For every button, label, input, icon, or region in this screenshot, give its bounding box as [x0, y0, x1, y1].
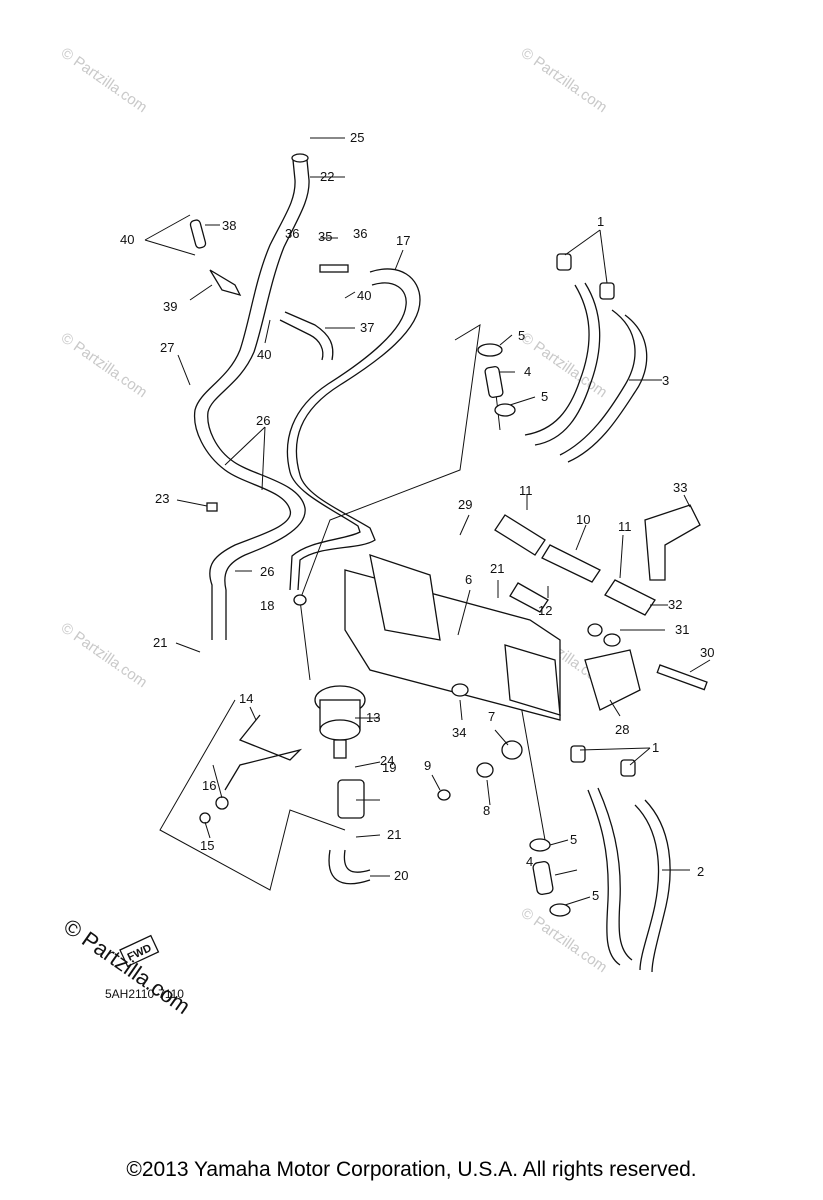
part-number-label: 12: [538, 603, 552, 618]
part-number-label: 33: [673, 480, 687, 495]
part-number-label: 21: [153, 635, 167, 650]
regulator-13: [314, 685, 366, 759]
watermark: © Partzilla.com: [58, 329, 151, 401]
part-number-label: 39: [163, 299, 177, 314]
watermark: © Partzilla.com: [58, 619, 151, 691]
part-number-label: 28: [615, 722, 629, 737]
part-number-label: 15: [200, 838, 214, 853]
part-number-label: 20: [394, 868, 408, 883]
part-number-label: 26: [260, 564, 274, 579]
pipe-2: [570, 745, 671, 973]
part-number-label: 2: [697, 864, 704, 879]
part-number-label: 17: [396, 233, 410, 248]
bracket-33: [644, 504, 701, 581]
part-number-label: 27: [160, 340, 174, 355]
bracket-28: [584, 649, 641, 711]
part-number-label: 3: [662, 373, 669, 388]
part-number-label: 5: [518, 328, 525, 343]
leader-lines: [144, 137, 711, 906]
part-number-label: 32: [668, 597, 682, 612]
drawing-code: 5AH2110-7110: [105, 987, 184, 1001]
part-number-label: 21: [387, 827, 401, 842]
hose-19-20: [328, 779, 371, 885]
hose-22: [193, 153, 310, 640]
part-number-label: 23: [155, 491, 169, 506]
part-number-label: 36: [353, 226, 367, 241]
part-number-label: 5: [592, 888, 599, 903]
part-number-label: 5: [570, 832, 577, 847]
part-number-label: 8: [483, 803, 490, 818]
part-number-label: 5: [541, 389, 548, 404]
part-number-label: 11: [618, 519, 632, 534]
part-number-label: 1: [652, 740, 659, 755]
part-number-label: 22: [320, 169, 334, 184]
bracket-6: [344, 554, 561, 721]
watermark-large: © Partzilla.com: [59, 914, 195, 1020]
part-number-label: 40: [120, 232, 134, 247]
part-number-label: 9: [424, 758, 431, 773]
part-number-label: 10: [576, 512, 590, 527]
part-number-label: 19: [382, 760, 396, 775]
part-number-label: 26: [256, 413, 270, 428]
part-number-label: 16: [202, 778, 216, 793]
hose-17: [286, 268, 421, 591]
watermark: © Partzilla.com: [518, 44, 611, 116]
part-number-label: 40: [357, 288, 371, 303]
part-number-label: 14: [239, 691, 253, 706]
part-number-label: 11: [519, 483, 533, 498]
part-number-label: 37: [360, 320, 374, 335]
part-number-label: 24: [380, 753, 394, 768]
part-number-label: 34: [452, 725, 466, 740]
watermark: © Partzilla.com: [58, 44, 151, 116]
part-number-label: 31: [675, 622, 689, 637]
part-number-label: 4: [524, 364, 531, 379]
part-number-label: 21: [490, 561, 504, 576]
clamp-14: [224, 714, 303, 791]
part-number-label: 29: [458, 497, 472, 512]
part-number-label: 38: [222, 218, 236, 233]
part-number-label: 1: [597, 214, 604, 229]
part-number-label: 35: [318, 229, 332, 244]
part-number-label: 6: [465, 572, 472, 587]
part-number-labels: 1123445555678910111112131415161718192021…: [120, 130, 714, 903]
pipe-3: [524, 253, 648, 463]
part-number-label: 13: [366, 710, 380, 725]
part-number-label: 36: [285, 226, 299, 241]
part-number-label: 4: [526, 854, 533, 869]
sleeves: [494, 514, 656, 616]
part-number-label: 7: [488, 709, 495, 724]
copyright-notice: ©2013 Yamaha Motor Corporation, U.S.A. A…: [126, 1158, 697, 1181]
watermarks: © Partzilla.com © Partzilla.com © Partzi…: [58, 44, 611, 976]
part-number-label: 40: [257, 347, 271, 362]
part-number-label: 30: [700, 645, 714, 660]
part-number-label: 25: [350, 130, 364, 145]
part-number-label: 18: [260, 598, 274, 613]
